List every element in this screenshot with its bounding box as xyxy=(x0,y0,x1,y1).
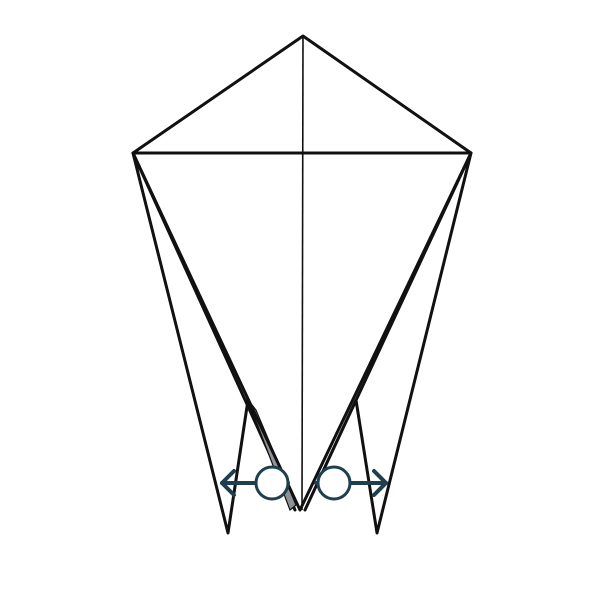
center-crease-line xyxy=(301,35,304,511)
right-pivot-circle xyxy=(316,465,352,501)
left-pivot-circle xyxy=(254,465,290,501)
right-back-flap xyxy=(303,151,473,535)
